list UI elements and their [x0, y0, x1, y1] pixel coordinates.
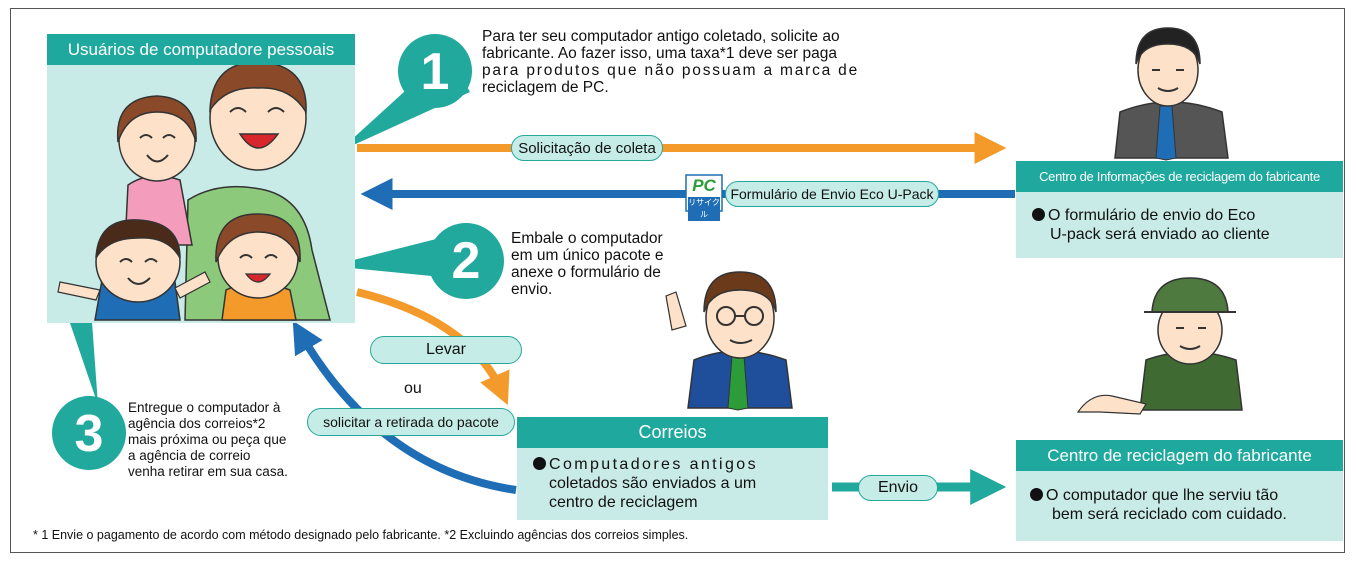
- step2-callout-wedge: [330, 236, 452, 278]
- post-office-text: Computadores antigos coletados são envia…: [533, 455, 823, 512]
- eco-upack-form-label: Formulário de Envio Eco U-Pack: [725, 181, 939, 207]
- recycling-center-title: Centro de reciclagem do fabricante: [1016, 440, 1343, 471]
- step2-text: Embale o computador em um único pacote e…: [511, 230, 711, 298]
- step3-circle: [52, 396, 126, 470]
- step2-line: anexe o formulário de: [511, 264, 661, 281]
- info-center-title: Centro de Informações de reciclagem do f…: [1016, 161, 1343, 192]
- businessman-illustration: [1114, 27, 1229, 161]
- step1-line: Para ter seu computador antigo coletado,…: [482, 28, 840, 45]
- step3-line: a agência de correio: [128, 448, 251, 463]
- pc-mark-letters: PC: [692, 176, 716, 195]
- step1-line: reciclagem de PC.: [482, 79, 609, 96]
- bullet-dot: [1030, 488, 1043, 501]
- family-illustration: [47, 61, 355, 323]
- step3-line: mais próxima ou peça que: [128, 432, 287, 447]
- recycling-center-box: [1016, 471, 1343, 541]
- diagram-frame: [10, 8, 1345, 553]
- info-center-text: O formulário de envio do Eco U-pack será…: [1032, 206, 1332, 244]
- shipping-label: Envio: [858, 475, 938, 501]
- recycling-worker-illustration: [1076, 277, 1243, 415]
- post-office-line: coletados são enviados a um: [549, 475, 757, 492]
- take-arrow: [356, 288, 510, 406]
- step3-callout-wedge: [70, 322, 98, 405]
- step1-circle: [398, 34, 472, 108]
- step2-line: envio.: [511, 281, 553, 298]
- step1-number: 1: [420, 43, 450, 101]
- step3-number: 3: [74, 405, 104, 463]
- postal-clerk-illustration: [665, 271, 793, 411]
- girl-figure: [215, 213, 301, 321]
- step1-line: para produtos que não possuam a marca de: [482, 62, 860, 79]
- step3-line: agência dos correios*2: [128, 416, 266, 431]
- step3-line: Entregue o computador à: [128, 400, 281, 415]
- boy-figure: [57, 219, 211, 321]
- info-center-box: [1016, 192, 1343, 258]
- pc-mark-caption: リサイクル: [688, 197, 720, 221]
- recycling-center-line: O computador que lhe serviu tão: [1046, 487, 1279, 504]
- step2-circle: [428, 223, 504, 299]
- recycling-center-text: O computador que lhe serviu tão bem será…: [1030, 486, 1335, 524]
- step1-line: fabricante. Ao fazer isso, uma taxa*1 de…: [482, 45, 837, 62]
- recycling-center-line: bem será reciclado com cuidado.: [1052, 506, 1287, 523]
- or-label: ou: [404, 380, 422, 397]
- info-center-line: O formulário de envio do Eco: [1048, 207, 1256, 224]
- take-label: Levar: [370, 336, 522, 364]
- step2-number: 2: [451, 232, 481, 290]
- footnote: * 1 Envie o pagamento de acordo com méto…: [33, 528, 689, 542]
- post-office-line: centro de reciclagem: [549, 494, 698, 511]
- post-office-box: [517, 448, 828, 520]
- bullet-dot: [1032, 208, 1045, 221]
- request-pickup-label: solicitar a retirada do pacote: [307, 408, 515, 436]
- pc-recycle-mark: PC リサイクル: [686, 175, 722, 221]
- step1-text: Para ter seu computador antigo coletado,…: [482, 28, 952, 96]
- post-office-line: Computadores antigos: [549, 456, 758, 473]
- users-title: Usuários de computadore pessoais: [47, 34, 355, 65]
- step2-line: Embale o computador: [511, 230, 663, 247]
- info-center-line: U-pack será enviado ao cliente: [1050, 226, 1270, 243]
- pickup-arrow: [292, 320, 517, 494]
- bullet-dot: [533, 457, 546, 470]
- step3-line: venha retirar em sua casa.: [128, 464, 288, 479]
- post-office-title: Correios: [517, 417, 828, 448]
- step2-line: em um único pacote e: [511, 247, 664, 264]
- step3-text: Entregue o computador à agência dos corr…: [128, 400, 318, 480]
- request-collection-label: Solicitação de coleta: [511, 135, 663, 161]
